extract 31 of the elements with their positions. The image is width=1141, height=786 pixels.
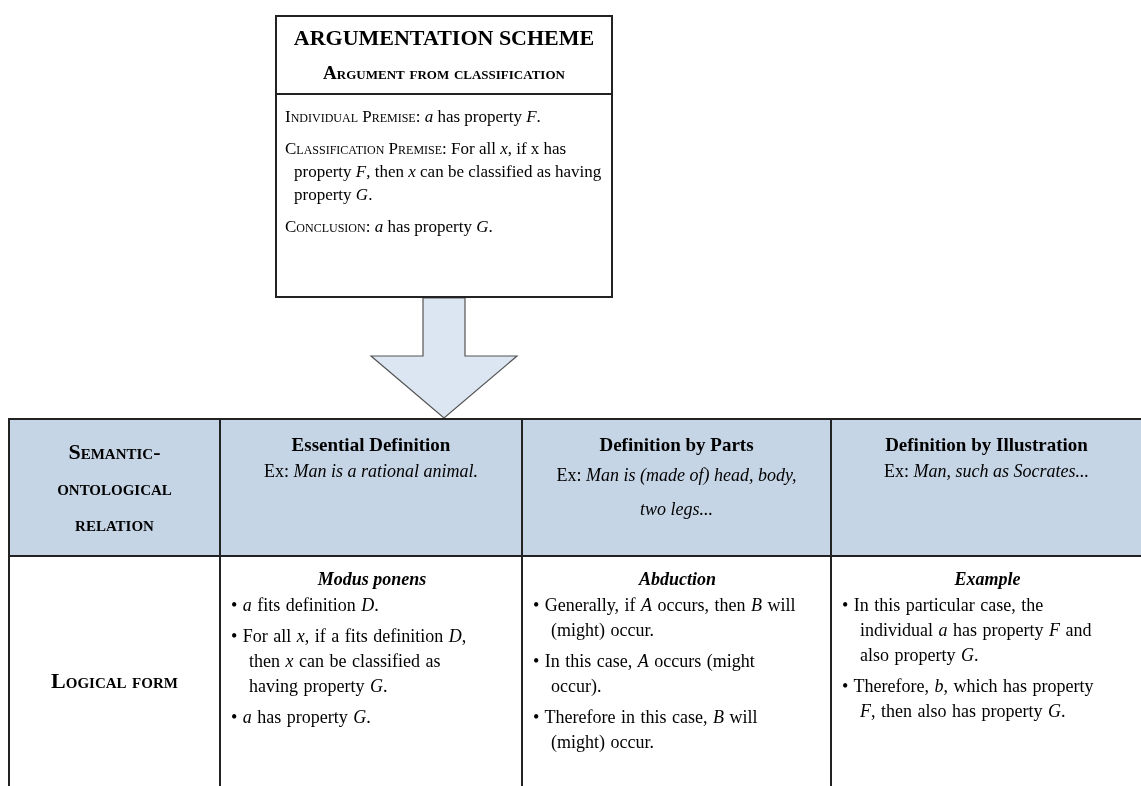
example-text: Ex: Man is a rational animal. <box>263 460 479 483</box>
table-cell <box>221 420 523 557</box>
bullet-item: • In this case, A occurs (might occur). <box>533 650 756 698</box>
example-text: Ex: Man, such as Socrates... <box>883 460 1090 483</box>
row-heading: Semantic-ontological relation <box>56 437 173 538</box>
table-cell <box>10 420 221 557</box>
premise-text: Individual Premise: a has property F. <box>285 106 542 128</box>
premise-text: Classification Premise: For all x, if x has property F, then x can be classified as having property G. <box>285 138 603 206</box>
row-heading: Logical form <box>51 667 178 695</box>
form-heading: Modus ponens <box>316 568 428 591</box>
bullet-item: • In this particular case, the individual a has property F and also property G. <box>842 594 1093 667</box>
scheme-subtitle: Argument from classification <box>322 61 566 85</box>
scheme-box <box>275 15 613 298</box>
bullet-item: • a fits definition D. <box>231 594 380 617</box>
block-arrow <box>369 297 519 419</box>
bullet-item: • a has property G. <box>231 706 372 729</box>
example-text: Ex: Man is (made of) head, body, two legs... <box>555 464 798 521</box>
column-heading: Essential Definition <box>290 433 452 457</box>
table-frame <box>8 418 1141 786</box>
bullet-item: • Therefore in this case, B will (might) occur. <box>533 706 759 754</box>
form-heading: Abduction <box>637 568 717 591</box>
table-cell <box>832 420 1141 557</box>
form-heading: Example <box>953 568 1022 591</box>
column-heading: Definition by Illustration <box>884 433 1089 457</box>
premise-text: Conclusion: a has property G. <box>285 216 494 238</box>
bullet-item: • For all x, if a fits definition D, then x can be classified as having property G. <box>231 625 468 698</box>
bullet-item: • Therefore, b, which has property F, then also has property G. <box>842 675 1095 723</box>
column-heading: Definition by Parts <box>598 433 755 457</box>
table-cell <box>523 420 832 557</box>
scheme-title: ARGUMENTATION SCHEME <box>292 24 596 52</box>
bullet-item: • Generally, if A occurs, then B will (might) occur. <box>533 594 797 642</box>
